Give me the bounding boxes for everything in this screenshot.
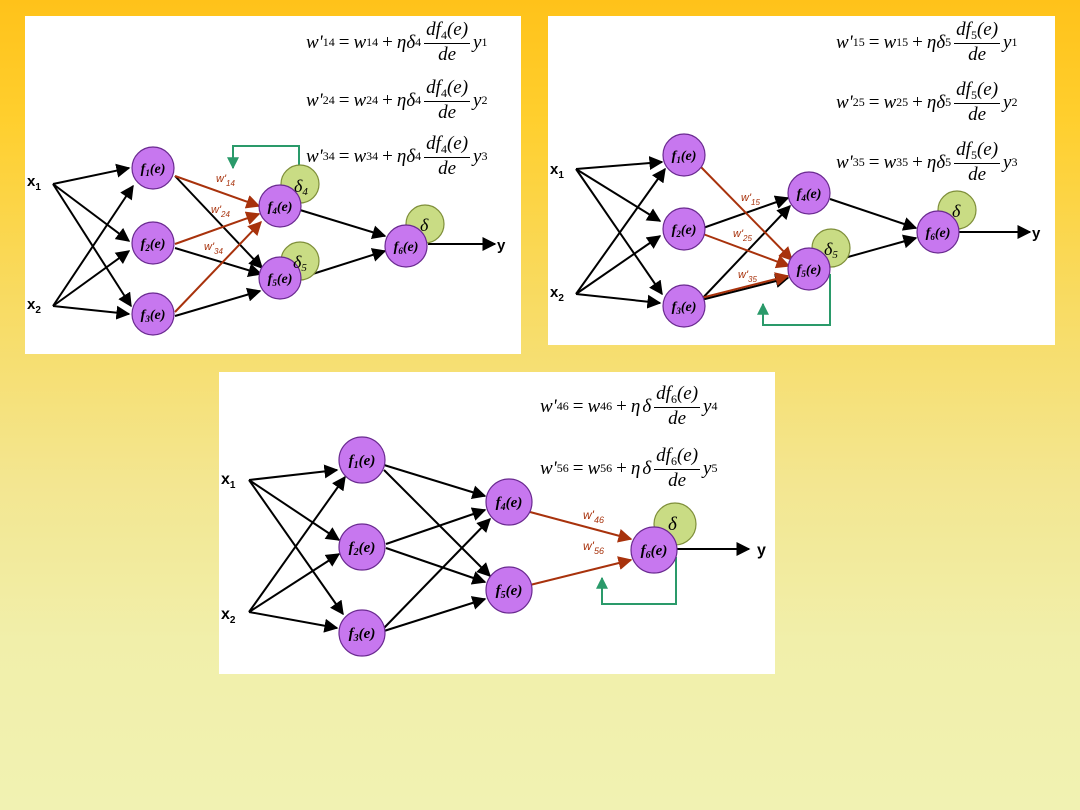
neuron-f1-label: f1(e)	[141, 162, 166, 178]
weight-label-56: w'56	[583, 539, 604, 556]
input-x2-label: x2	[550, 284, 564, 304]
hidden-edges	[383, 464, 751, 632]
delta-5-label: δ5	[293, 252, 307, 274]
neuron-f6-label: f6(e)	[394, 240, 419, 256]
neuron-f4-label: f4(e)	[268, 200, 293, 216]
delta-out-label: δ	[420, 215, 429, 235]
neuron-f5-label: f5(e)	[797, 263, 822, 279]
neuron-f3-label: f3(e)	[141, 308, 166, 324]
delta-out-label: δ	[952, 201, 961, 221]
weight-label-35: w'35	[738, 269, 757, 284]
feedback-arrow	[757, 274, 831, 326]
weight-label-15: w'15	[741, 192, 760, 207]
network-diagram-3: f1(e) f2(e) f3(e) f4(e) f5(e) f6(e) δ x1…	[221, 436, 766, 657]
neurons	[662, 133, 960, 328]
panel-1: f1(e) f2(e) f3(e) f4(e) f5(e) f6(e) δ4 δ…	[25, 16, 521, 354]
neuron-f4-label: f4(e)	[496, 495, 523, 513]
io-labels: x1 x2 y	[221, 471, 766, 626]
output-y-label: y	[497, 237, 506, 254]
weight-labels: w'46 w'56	[583, 508, 604, 556]
input-edges	[52, 163, 134, 320]
input-edges	[575, 156, 666, 309]
neuron-f5-label: f5(e)	[496, 583, 523, 601]
neuron-f2-label: f2(e)	[672, 223, 697, 239]
weight-edges	[697, 163, 793, 299]
delta-5-label: δ5	[824, 239, 838, 261]
neurons	[131, 146, 428, 336]
weight-label-34: w'34	[204, 241, 223, 256]
io-labels: x1 x2 y	[27, 173, 506, 316]
neuron-labels: f1(e) f2(e) f3(e) f4(e) f5(e) f6(e)	[349, 453, 668, 644]
weight-label-25: w'25	[733, 228, 752, 243]
weight-label-46: w'46	[583, 508, 604, 525]
delta-labels: δ	[668, 514, 678, 535]
panel-3: f1(e) f2(e) f3(e) f4(e) f5(e) f6(e) δ x1…	[219, 372, 775, 674]
weight-labels: w'14 w'24 w'34	[204, 173, 235, 256]
feedback-arrow	[596, 557, 677, 605]
output-y-label: y	[1032, 225, 1041, 242]
input-x2-label: x2	[27, 296, 41, 316]
input-x1-label: x1	[550, 161, 564, 181]
neuron-f6-label: f6(e)	[926, 226, 951, 242]
neuron-f2-label: f2(e)	[349, 540, 376, 558]
weight-edges	[174, 175, 262, 313]
delta-labels: δ4 δ5 δ	[293, 176, 429, 274]
neurons	[338, 436, 678, 657]
neuron-labels: f1(e) f2(e) f3(e) f4(e) f5(e) f6(e)	[672, 149, 951, 316]
weight-label-14: w'14	[216, 173, 235, 188]
panel-2: f1(e) f2(e) f3(e) f4(e) f5(e) f6(e) δ5 δ…	[548, 16, 1055, 345]
feedback-arrow	[227, 145, 300, 174]
weight-label-24: w'24	[211, 204, 230, 219]
neuron-f2-label: f2(e)	[141, 237, 166, 253]
delta-labels: δ5 δ	[824, 201, 961, 261]
network-diagram-1: f1(e) f2(e) f3(e) f4(e) f5(e) f6(e) δ4 δ…	[27, 145, 506, 336]
input-x2-label: x2	[221, 606, 236, 626]
io-labels: x1 x2 y	[550, 161, 1041, 304]
input-x1-label: x1	[27, 173, 41, 193]
input-edges	[248, 464, 346, 633]
neuron-f5-label: f5(e)	[268, 272, 293, 288]
neuron-f3-label: f3(e)	[672, 300, 697, 316]
neuron-f6-label: f6(e)	[641, 543, 668, 561]
output-y-label: y	[757, 542, 766, 559]
neuron-f1-label: f1(e)	[349, 453, 376, 471]
delta-4-label: δ4	[294, 176, 308, 198]
neuron-f1-label: f1(e)	[672, 149, 697, 165]
weight-labels: w'15 w'25 w'35	[733, 192, 760, 284]
delta-out-label: δ	[668, 514, 678, 535]
network-diagram-2: f1(e) f2(e) f3(e) f4(e) f5(e) f6(e) δ5 δ…	[550, 133, 1041, 328]
neuron-labels: f1(e) f2(e) f3(e) f4(e) f5(e) f6(e)	[141, 162, 419, 324]
input-x1-label: x1	[221, 471, 236, 491]
neuron-f4-label: f4(e)	[797, 187, 822, 203]
hidden-edges	[174, 175, 497, 317]
neuron-f3-label: f3(e)	[349, 626, 376, 644]
weight-edges	[529, 511, 633, 586]
